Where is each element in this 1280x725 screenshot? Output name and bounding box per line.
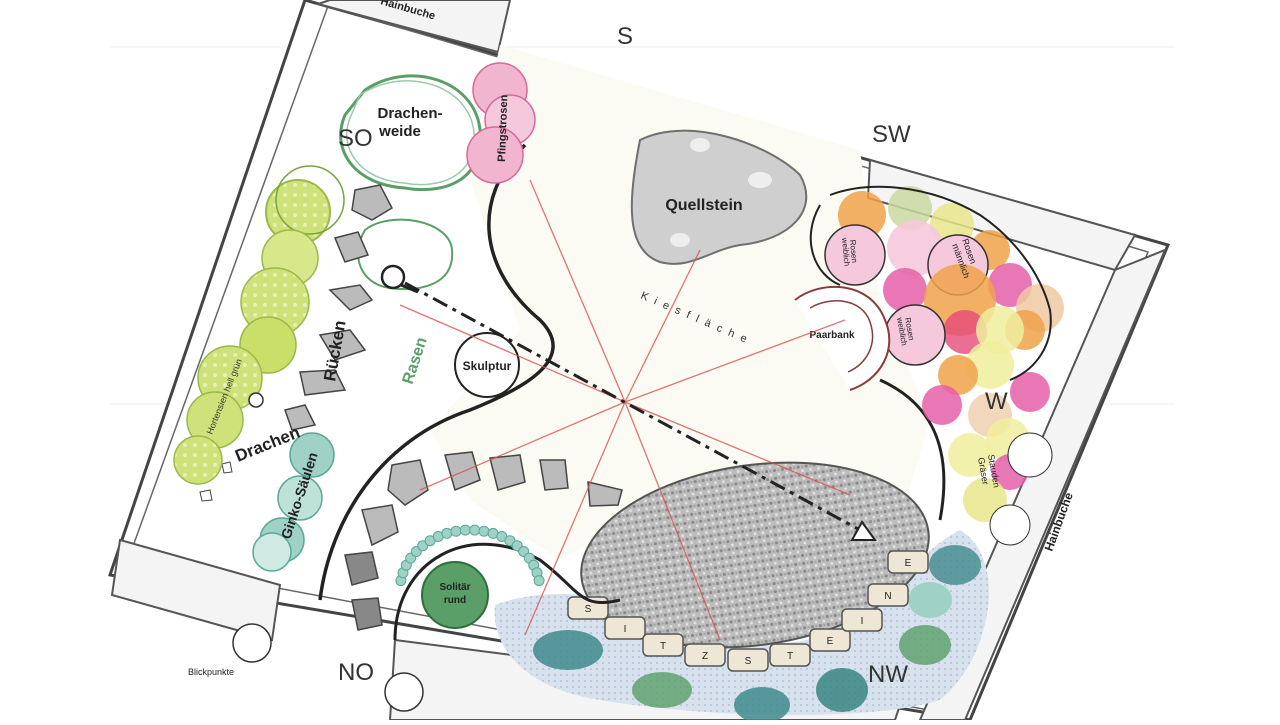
sitzstein-letter: I (624, 624, 627, 635)
sitzstein-letter: T (660, 641, 666, 652)
water-area (494, 530, 989, 723)
magnifier-icon (380, 264, 419, 294)
bead-edge (395, 524, 545, 587)
ginko-group: Ginko-Säulen (252, 432, 335, 572)
sightlines (399, 179, 851, 641)
blickpunkt-circle-1 (232, 623, 272, 663)
kies-area (430, 45, 930, 560)
sitzstein: I (604, 616, 646, 640)
sitzstein: N (867, 583, 909, 607)
drachenweide-label-1: Drachen- (377, 105, 442, 122)
path-line-right (879, 378, 946, 521)
skulptur-label: Skulptur (463, 359, 512, 373)
sight-arrow (404, 281, 877, 541)
blickpunkte-label: Blickpunkte (188, 667, 234, 677)
sitzstein-letter: I (861, 616, 864, 627)
rosen-bottom-label-1: Rosen (903, 317, 916, 341)
bead (441, 527, 453, 539)
arrow-head-icon (850, 520, 877, 541)
pfingstrosen: Pfingstrosen (466, 62, 536, 184)
compass-no: NO (338, 659, 374, 686)
sitzstein: T (769, 643, 811, 667)
stepping-stones (199, 184, 623, 631)
compass-nw: NW (868, 661, 908, 688)
drachenweide-label-2: weide (378, 123, 421, 140)
compass-sw: SW (872, 121, 911, 148)
rosen-beet: Rosen weiblich Rosen männlich Rosen weib… (809, 185, 1064, 546)
sitzstein: E (887, 550, 929, 574)
path-line-left (318, 143, 555, 601)
sitzstein: E (809, 628, 851, 652)
solitaer-tree: Solitär rund (421, 561, 489, 629)
solitaer-label-1: Solitär (439, 582, 470, 593)
bead (459, 524, 471, 536)
sitzstein-letter: N (884, 591, 891, 602)
sitzstein-letter: E (905, 558, 912, 569)
sitzstein-letter: S (585, 604, 592, 615)
quellstein-label: Quellstein (665, 197, 742, 214)
sitzstein-letter: Z (702, 651, 708, 662)
sitzstein: Z (684, 643, 726, 667)
rosen-left-label-2: weiblich (840, 236, 852, 266)
sitzsteine: S I T Z S T E I N E (567, 550, 929, 672)
pfingstrosen-label: Pfingstrosen (496, 94, 510, 162)
bead (469, 524, 481, 536)
sitzstein-letter: S (745, 656, 752, 667)
rosen-left-label-1: Rosen (848, 239, 859, 263)
drachenweide: Drachen- weide (339, 74, 482, 192)
paarbank: Paarbank (794, 285, 891, 391)
sitzstein: S (727, 648, 769, 672)
bead (450, 525, 462, 537)
sitzstein: I (841, 608, 883, 632)
compass-so: SO (338, 125, 373, 152)
bead (478, 525, 490, 537)
stauden-label-2: Gräser (976, 457, 991, 486)
paarbank-label: Paarbank (809, 330, 854, 341)
quellstein: Quellstein (630, 129, 808, 265)
shrub-viewpoint (357, 218, 454, 290)
solitaer-label-2: rund (444, 595, 466, 606)
compass-w: W (985, 388, 1008, 415)
blickpunkt-circle-2 (384, 672, 424, 712)
blickpunkt-circle-3 (248, 392, 264, 408)
sitzstein: T (642, 633, 684, 657)
compass-s: S (617, 23, 633, 50)
hedge-top (314, 0, 512, 54)
sitzstein-letter: T (787, 651, 793, 662)
hortensien-group: Hortensien hell grün (173, 165, 345, 485)
sitzstein-letter: E (827, 636, 834, 647)
bead (533, 575, 545, 587)
